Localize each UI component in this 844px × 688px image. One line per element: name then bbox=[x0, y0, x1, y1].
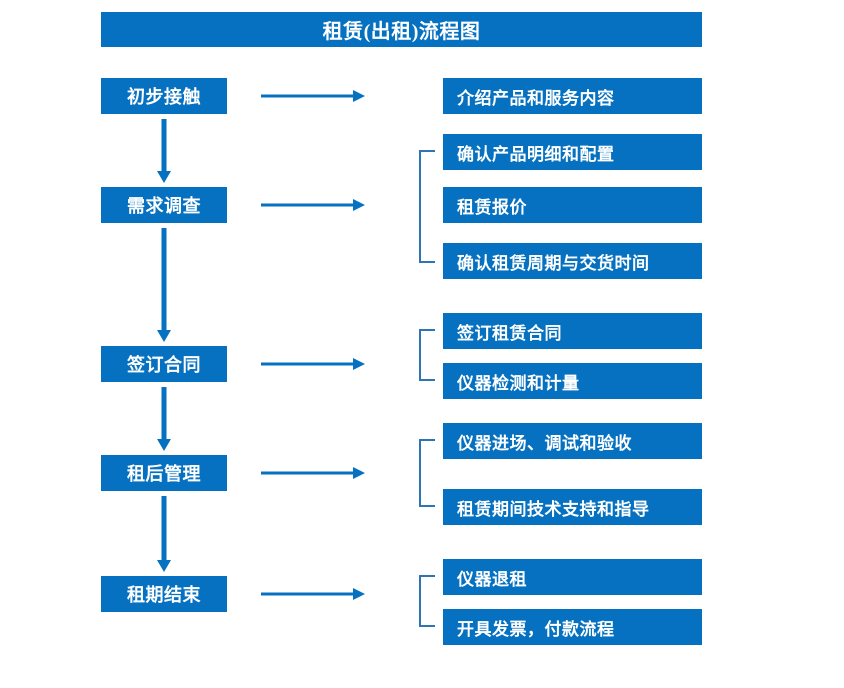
group-bracket-icon bbox=[419, 439, 435, 507]
group-bracket-icon bbox=[419, 329, 435, 381]
detail-box-10[interactable]: 开具发票，付款流程 bbox=[443, 609, 702, 645]
stage-box-4[interactable]: 租后管理 bbox=[101, 455, 227, 491]
stage-box-5[interactable]: 租期结束 bbox=[101, 576, 227, 612]
right-arrow-icon bbox=[261, 467, 365, 479]
stage-box-3[interactable]: 签订合同 bbox=[101, 346, 227, 382]
detail-box-2[interactable]: 确认产品明细和配置 bbox=[443, 134, 702, 170]
right-arrow-icon bbox=[261, 358, 365, 370]
stage-box-2[interactable]: 需求调查 bbox=[101, 187, 227, 223]
detail-box-6[interactable]: 仪器检测和计量 bbox=[443, 363, 702, 399]
right-arrow-icon bbox=[261, 588, 365, 600]
down-arrow-icon bbox=[157, 119, 171, 183]
detail-box-1[interactable]: 介绍产品和服务内容 bbox=[443, 78, 702, 114]
detail-box-3[interactable]: 租赁报价 bbox=[443, 187, 702, 223]
detail-box-5[interactable]: 签订租赁合同 bbox=[443, 313, 702, 349]
detail-box-8[interactable]: 租赁期间技术支持和指导 bbox=[443, 489, 702, 525]
group-bracket-icon bbox=[419, 575, 435, 627]
detail-box-4[interactable]: 确认租赁周期与交货时间 bbox=[443, 243, 702, 279]
right-arrow-icon bbox=[261, 90, 365, 102]
down-arrow-icon bbox=[157, 387, 171, 451]
stage-box-1[interactable]: 初步接触 bbox=[101, 78, 227, 114]
detail-box-9[interactable]: 仪器退租 bbox=[443, 559, 702, 595]
group-bracket-icon bbox=[419, 150, 435, 263]
detail-box-7[interactable]: 仪器进场、调试和验收 bbox=[443, 423, 702, 459]
down-arrow-icon bbox=[157, 228, 171, 342]
right-arrow-icon bbox=[261, 199, 365, 211]
down-arrow-icon bbox=[157, 496, 171, 572]
page-title: 租赁(出租)流程图 bbox=[101, 12, 702, 47]
